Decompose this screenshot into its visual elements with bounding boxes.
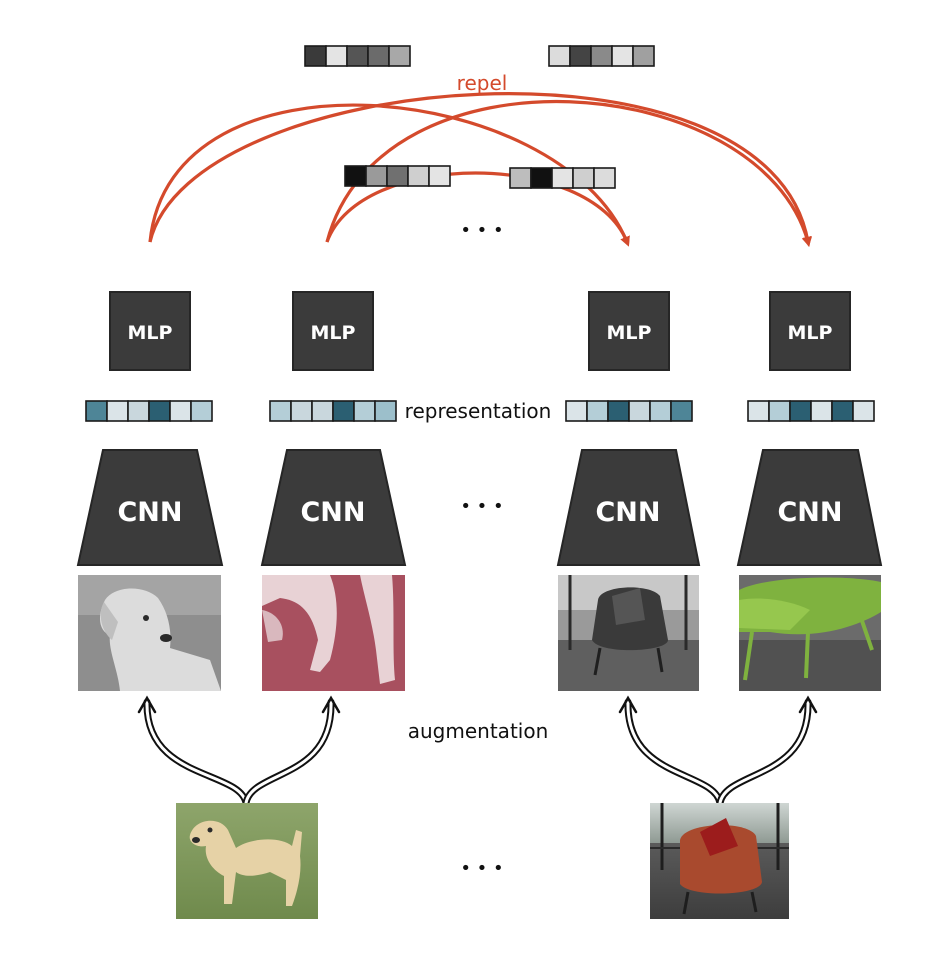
projection-mid-right-cell-1 xyxy=(509,167,532,189)
projection-top-left-cell-3 xyxy=(346,45,369,67)
cnn-encoders: CNN CNN CNN CNN xyxy=(76,449,883,566)
representation-4-cell-4 xyxy=(810,400,833,422)
source-image-chair xyxy=(650,803,789,919)
projection-top-left-cell-4 xyxy=(367,45,390,67)
representation-1-cell-1 xyxy=(85,400,108,422)
representation-4-cell-3 xyxy=(789,400,812,422)
projection-top-left-cell-2 xyxy=(325,45,348,67)
representation-2-cell-5 xyxy=(353,400,376,422)
mlp-blocks: MLP MLP MLP MLP xyxy=(109,291,851,371)
representation-1-cell-4 xyxy=(148,400,171,422)
mlp-block-3: MLP xyxy=(588,291,670,371)
representation-2-cell-3 xyxy=(311,400,334,422)
representation-1-cell-6 xyxy=(190,400,213,422)
projection-mid-left-cell-2 xyxy=(365,165,388,187)
source-image-dog xyxy=(176,803,318,919)
representation-3-cell-2 xyxy=(586,400,609,422)
representation-4-cell-6 xyxy=(852,400,875,422)
cnn-encoder-1: CNN xyxy=(76,449,224,566)
repel-arc-1-to-4 xyxy=(148,92,813,247)
mlp-label-2: MLP xyxy=(311,322,356,344)
augmented-view-chair-green xyxy=(739,575,881,691)
cnn-encoder-3: CNN xyxy=(556,449,701,566)
projection-mid-right-cell-3 xyxy=(551,167,574,189)
representation-2-cell-4 xyxy=(332,400,355,422)
representation-1-cell-3 xyxy=(127,400,150,422)
mlp-label-3: MLP xyxy=(607,322,652,344)
representation-vector-1 xyxy=(85,400,213,422)
projection-top-right-cell-3 xyxy=(590,45,613,67)
representation-vector-4 xyxy=(747,400,875,422)
mlp-block-4: MLP xyxy=(769,291,851,371)
projection-mid-left-cell-5 xyxy=(428,165,451,187)
cnn-label-1: CNN xyxy=(117,497,182,528)
ellipsis-bottom: • • • xyxy=(460,858,503,879)
projection-mid-left-cell-3 xyxy=(386,165,409,187)
repel-label: repel xyxy=(457,71,508,95)
projection-mid-right-cell-2 xyxy=(530,167,553,189)
projection-top-right-cell-4 xyxy=(611,45,634,67)
representation-4-cell-2 xyxy=(768,400,791,422)
augmented-view-chair-grayscale xyxy=(558,575,699,691)
representation-1-cell-5 xyxy=(169,400,192,422)
projection-top-left-cell-5 xyxy=(388,45,411,67)
projection-mid-left-cell-1 xyxy=(344,165,367,187)
projection-top-right-cell-1 xyxy=(548,45,571,67)
projection-mid-left-cell-4 xyxy=(407,165,430,187)
representation-1-cell-2 xyxy=(106,400,129,422)
ellipsis-top: • • • xyxy=(460,220,503,241)
projection-vector-top-left xyxy=(304,45,411,67)
representation-3-cell-4 xyxy=(628,400,651,422)
mlp-block-2: MLP xyxy=(292,291,374,371)
representation-4-cell-5 xyxy=(831,400,854,422)
aug-arrow-dog-1 xyxy=(143,698,250,807)
projection-top-left-cell-1 xyxy=(304,45,327,67)
cnn-label-2: CNN xyxy=(300,497,365,528)
representation-3-cell-3 xyxy=(607,400,630,422)
representation-label: representation xyxy=(405,399,552,423)
projection-top-right-cell-2 xyxy=(569,45,592,67)
mlp-label-4: MLP xyxy=(788,322,833,344)
ellipsis-middle: • • • xyxy=(460,496,503,517)
representation-3-cell-1 xyxy=(565,400,588,422)
representation-vector-2 xyxy=(269,400,397,422)
representation-3-cell-6 xyxy=(670,400,693,422)
augmented-view-dog-legs-red xyxy=(262,575,405,691)
projection-vector-mid-left xyxy=(344,165,451,187)
projection-mid-right-cell-4 xyxy=(572,167,595,189)
cnn-label-4: CNN xyxy=(777,497,842,528)
representation-4-cell-1 xyxy=(747,400,770,422)
mlp-label-1: MLP xyxy=(128,322,173,344)
representation-3-cell-5 xyxy=(649,400,672,422)
projection-vector-top-right xyxy=(548,45,655,67)
cnn-encoder-4: CNN xyxy=(736,449,883,566)
repel-arc-2-to-3 xyxy=(325,171,630,247)
mlp-block-1: MLP xyxy=(109,291,191,371)
representation-2-cell-6 xyxy=(374,400,397,422)
cnn-encoder-2: CNN xyxy=(260,449,407,566)
representation-2-cell-2 xyxy=(290,400,313,422)
augmented-view-dog-grayscale xyxy=(78,575,221,691)
projection-mid-right-cell-5 xyxy=(593,167,616,189)
projection-vector-mid-right xyxy=(509,167,616,189)
augmentation-label: augmentation xyxy=(408,719,549,743)
representation-vector-3 xyxy=(565,400,693,422)
cnn-label-3: CNN xyxy=(595,497,660,528)
augmentation-arrows xyxy=(137,695,818,807)
representation-2-cell-1 xyxy=(269,400,292,422)
projection-top-right-cell-5 xyxy=(632,45,655,67)
